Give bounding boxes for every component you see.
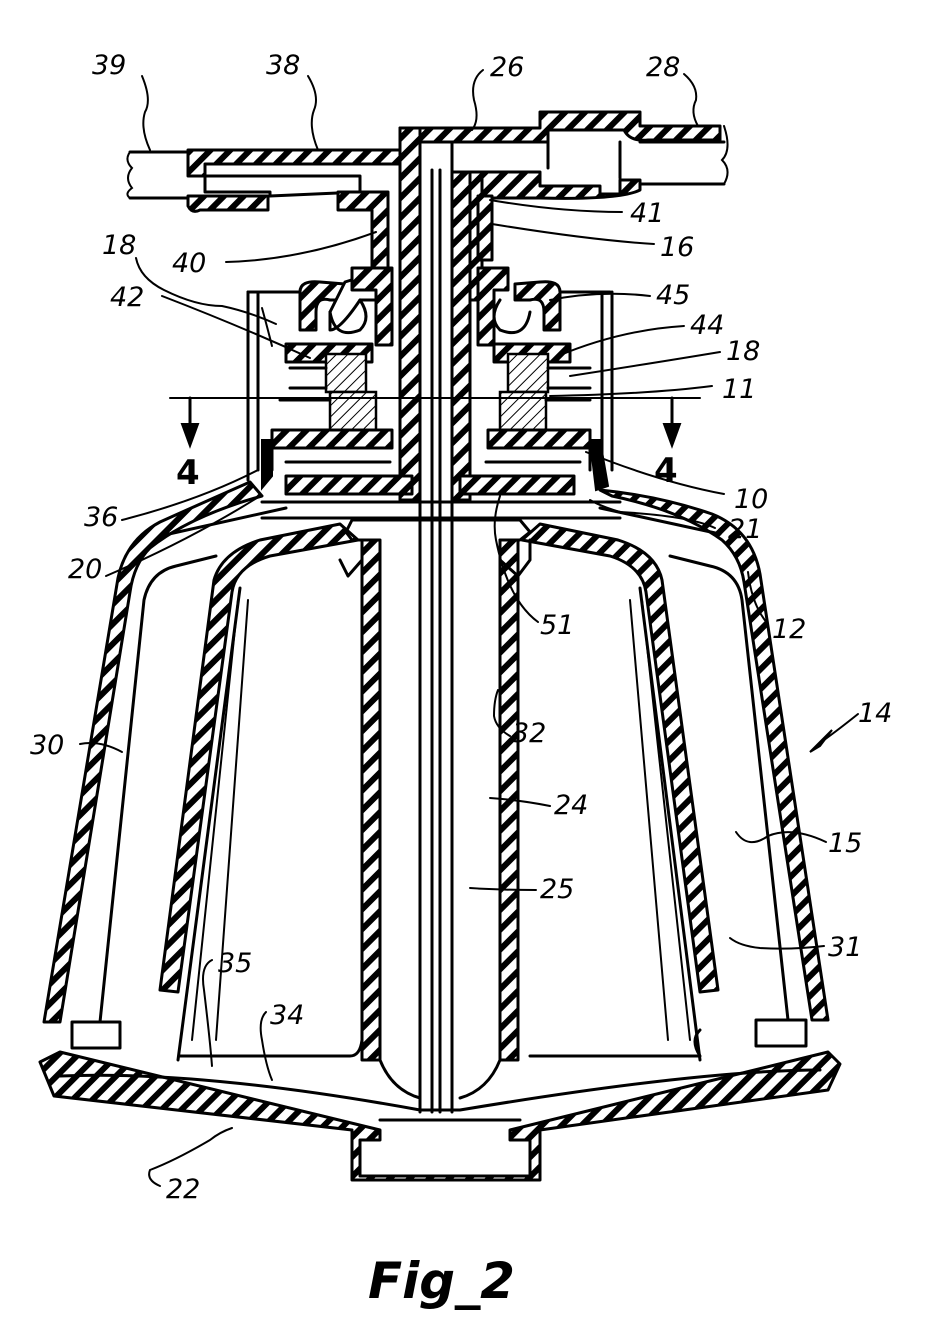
- numeral-44: 44: [690, 310, 724, 341]
- numeral-12: 12: [772, 614, 806, 645]
- numeral-36: 36: [84, 502, 118, 533]
- numeral-26: 26: [490, 52, 524, 83]
- numeral-30: 30: [30, 730, 64, 761]
- numeral-25: 25: [540, 874, 574, 905]
- numeral-28: 28: [646, 52, 680, 83]
- numeral-41: 41: [630, 198, 664, 229]
- numeral-45: 45: [656, 280, 690, 311]
- numeral-42: 42: [110, 282, 144, 313]
- numeral-10: 10: [734, 484, 768, 515]
- section-marker-left: 4: [176, 453, 200, 493]
- numeral-24: 24: [554, 790, 588, 821]
- numeral-21: 21: [728, 514, 762, 545]
- numeral-31: 31: [828, 932, 862, 963]
- numeral-11: 11: [722, 374, 756, 405]
- figure-caption: Fig_2: [368, 1252, 515, 1310]
- numeral-15: 15: [828, 828, 862, 859]
- numeral-20: 20: [68, 554, 102, 585]
- numeral-51: 51: [540, 610, 574, 641]
- numeral-35: 35: [218, 948, 252, 979]
- section-marker-right: 4: [654, 451, 678, 491]
- numeral-39: 39: [92, 50, 126, 81]
- numeral-40: 40: [172, 248, 206, 279]
- numeral-32: 32: [512, 718, 546, 749]
- seal-housing: [170, 268, 700, 494]
- numeral-34: 34: [270, 1000, 304, 1031]
- outlet-tubing-right: [400, 112, 728, 198]
- numeral-14: 14: [858, 698, 892, 729]
- numeral-18-right: 18: [726, 336, 760, 367]
- numeral-16: 16: [660, 232, 694, 263]
- inlet-tubing-left: [127, 150, 400, 280]
- numeral-18-left: 18: [102, 230, 136, 261]
- rotor-bowl: [44, 482, 828, 1098]
- numeral-38: 38: [266, 50, 300, 81]
- numeral-22: 22: [166, 1174, 200, 1205]
